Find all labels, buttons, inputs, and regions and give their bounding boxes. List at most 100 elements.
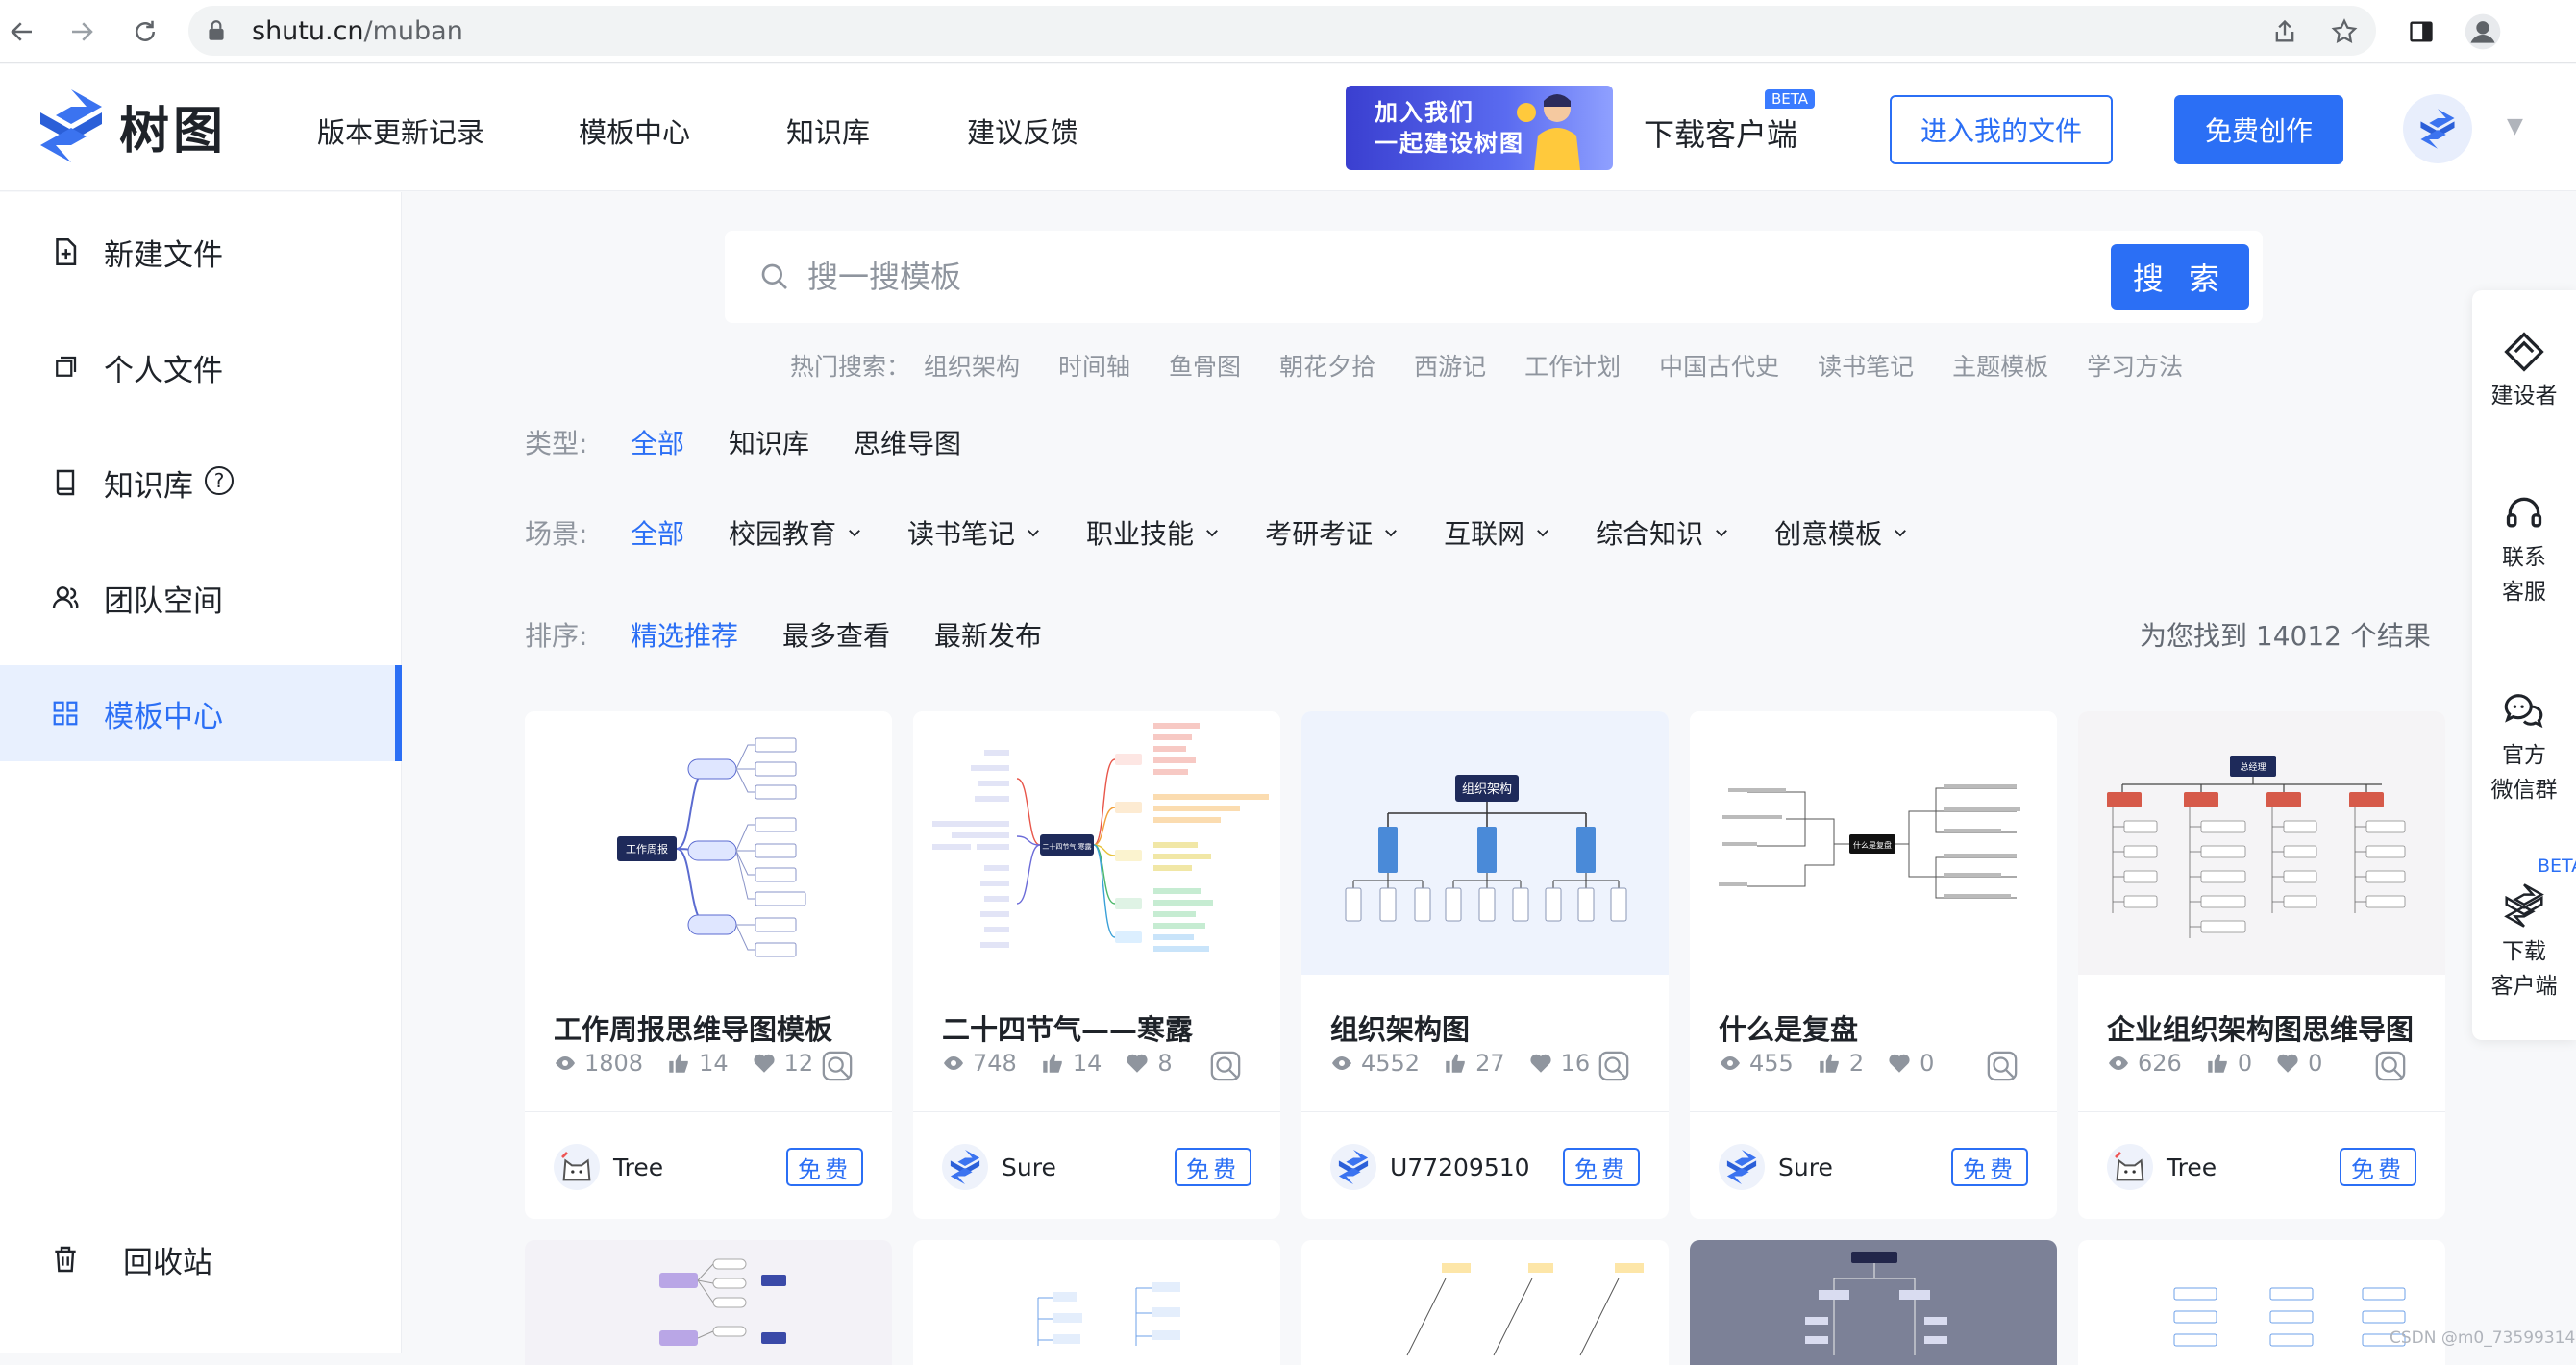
template-card[interactable]: 工作周报 工作周报思维导图模板 1808 14 12 Tree 免费: [525, 711, 892, 1219]
nav-feedback[interactable]: 建议反馈: [967, 116, 1079, 149]
author-name[interactable]: Sure: [1778, 1154, 1833, 1181]
sidebar-item-template-center[interactable]: 模板中心: [0, 665, 402, 761]
rail-service-label-2: 客服: [2502, 580, 2546, 605]
preview-zoom-icon[interactable]: [2374, 1050, 2407, 1082]
address-bar[interactable]: shutu.cn/muban: [188, 6, 2376, 56]
hot-search-label: 热门搜索：: [790, 353, 911, 381]
fav-count[interactable]: 0: [2275, 1050, 2322, 1077]
author-name[interactable]: Tree: [613, 1154, 664, 1181]
type-option-mindmap[interactable]: 思维导图: [854, 428, 962, 459]
author-name[interactable]: U77209510: [1390, 1154, 1530, 1181]
user-avatar[interactable]: [2403, 94, 2472, 163]
bookmark-star-icon[interactable]: [2324, 12, 2365, 52]
share-icon[interactable]: [2265, 12, 2305, 52]
sidebar-item-knowledge[interactable]: 知识库 ?: [0, 434, 402, 531]
rail-builder[interactable]: 建设者: [2472, 331, 2576, 413]
type-option-all[interactable]: 全部: [631, 428, 685, 459]
hot-keyword[interactable]: 主题模板: [1952, 353, 2049, 381]
preview-zoom-icon[interactable]: [1598, 1050, 1630, 1082]
nav-knowledge-base[interactable]: 知识库: [786, 116, 871, 149]
scene-option-general[interactable]: 综合知识: [1596, 513, 1730, 552]
download-client-link[interactable]: 下载客户端: [1644, 116, 1798, 153]
template-card[interactable]: [525, 1240, 892, 1365]
sidebar-item-team-space[interactable]: 团队空间: [0, 550, 402, 646]
fav-count[interactable]: 0: [1887, 1050, 1934, 1077]
type-option-knowledge[interactable]: 知识库: [729, 428, 810, 459]
chevron-down-icon: [849, 530, 860, 537]
template-card[interactable]: [913, 1240, 1280, 1365]
chevron-down-icon: [1206, 530, 1218, 537]
like-count[interactable]: 0: [2205, 1050, 2252, 1077]
search-input[interactable]: [807, 250, 1865, 304]
rail-customer-service[interactable]: 联系 客服: [2472, 492, 2576, 609]
hot-keyword[interactable]: 中国古代史: [1659, 353, 1780, 381]
author-avatar: [1330, 1144, 1376, 1190]
hot-keyword[interactable]: 学习方法: [2087, 353, 2184, 381]
preview-zoom-icon[interactable]: [821, 1050, 854, 1082]
free-create-button[interactable]: 免费创作: [2174, 95, 2343, 164]
template-card[interactable]: 二十四节气·寒露 二十四节气——寒露: [913, 711, 1280, 1219]
sidebar-item-new-file[interactable]: 新建文件: [0, 204, 402, 300]
profile-icon[interactable]: [2463, 12, 2503, 52]
card-title[interactable]: 企业组织架构图思维导图: [2107, 1013, 2415, 1046]
template-card[interactable]: 什么是复盘 什么是复盘 455 2 0 Sure 免费: [1690, 711, 2057, 1219]
back-icon[interactable]: [0, 10, 44, 54]
fav-count-value: 8: [1157, 1050, 1173, 1077]
like-count[interactable]: 27: [1443, 1050, 1505, 1077]
rail-service-label-1: 联系: [2502, 545, 2546, 570]
like-count[interactable]: 14: [666, 1050, 729, 1077]
enter-my-files-button[interactable]: 进入我的文件: [1890, 95, 2113, 164]
template-card[interactable]: [1690, 1240, 2057, 1365]
fav-count[interactable]: 16: [1528, 1050, 1590, 1077]
scene-option-creative[interactable]: 创意模板: [1774, 513, 1909, 552]
preview-zoom-icon[interactable]: [1209, 1050, 1242, 1082]
like-count[interactable]: 2: [1817, 1050, 1864, 1077]
hot-keyword[interactable]: 读书笔记: [1818, 353, 1915, 381]
template-card[interactable]: [2078, 1240, 2445, 1365]
scene-option-campus[interactable]: 校园教育: [729, 513, 863, 552]
help-icon[interactable]: ?: [205, 466, 234, 495]
site-logo[interactable]: 树图: [37, 86, 227, 166]
like-count[interactable]: 14: [1040, 1050, 1102, 1077]
hot-keyword[interactable]: 西游记: [1414, 353, 1487, 381]
forward-icon[interactable]: [60, 10, 104, 54]
card-title[interactable]: 二十四节气——寒露: [942, 1013, 1194, 1046]
card-title[interactable]: 什么是复盘: [1719, 1013, 1859, 1046]
sidebar-item-trash[interactable]: 回收站: [0, 1211, 402, 1307]
side-panel-icon[interactable]: [2401, 12, 2441, 52]
sort-option-newest[interactable]: 最新发布: [934, 620, 1043, 652]
rail-download-client[interactable]: 下载 客户端: [2472, 882, 2576, 1004]
scene-option-reading[interactable]: 读书笔记: [907, 513, 1042, 552]
author-name[interactable]: Sure: [1002, 1154, 1056, 1181]
fav-count[interactable]: 12: [752, 1050, 813, 1077]
scene-option-all[interactable]: 全部: [631, 518, 685, 550]
hot-keyword[interactable]: 组织架构: [924, 353, 1021, 381]
hot-keyword[interactable]: 工作计划: [1524, 353, 1622, 381]
template-card[interactable]: 组织架构 组织架构图 4552 27 16 U77209510 免费: [1301, 711, 1669, 1219]
preview-zoom-icon[interactable]: [1986, 1050, 2019, 1082]
rail-wechat-group[interactable]: 官方 微信群: [2472, 688, 2576, 807]
hot-keyword[interactable]: 鱼骨图: [1169, 353, 1242, 381]
view-count: 748: [942, 1050, 1017, 1077]
sort-option-most-viewed[interactable]: 最多查看: [782, 620, 891, 652]
like-count-value: 27: [1475, 1050, 1505, 1077]
author-name[interactable]: Tree: [2167, 1154, 2217, 1181]
reload-icon[interactable]: [123, 10, 167, 54]
template-card[interactable]: [1301, 1240, 1669, 1365]
join-us-banner[interactable]: 加入我们 一起建设树图: [1346, 86, 1613, 170]
card-title[interactable]: 组织架构图: [1330, 1013, 1471, 1046]
sidebar-item-personal-files[interactable]: 个人文件: [0, 319, 402, 415]
nav-template-center[interactable]: 模板中心: [579, 116, 691, 149]
card-title[interactable]: 工作周报思维导图模板: [554, 1013, 833, 1046]
scene-option-exam[interactable]: 考研考证: [1265, 513, 1399, 552]
template-card[interactable]: 总经理 企业组织架构图思维导图 626 0 0 Tree 免费: [2078, 711, 2445, 1219]
scene-option-career[interactable]: 职业技能: [1086, 513, 1221, 552]
nav-version-log[interactable]: 版本更新记录: [317, 116, 485, 149]
caret-down-icon[interactable]: ▼: [2507, 114, 2523, 138]
fav-count[interactable]: 8: [1125, 1050, 1173, 1077]
hot-keyword[interactable]: 朝花夕拾: [1279, 353, 1376, 381]
search-button[interactable]: 搜 索: [2111, 244, 2249, 310]
hot-keyword[interactable]: 时间轴: [1058, 353, 1131, 381]
scene-option-internet[interactable]: 互联网: [1444, 513, 1551, 552]
sort-option-featured[interactable]: 精选推荐: [631, 620, 739, 652]
